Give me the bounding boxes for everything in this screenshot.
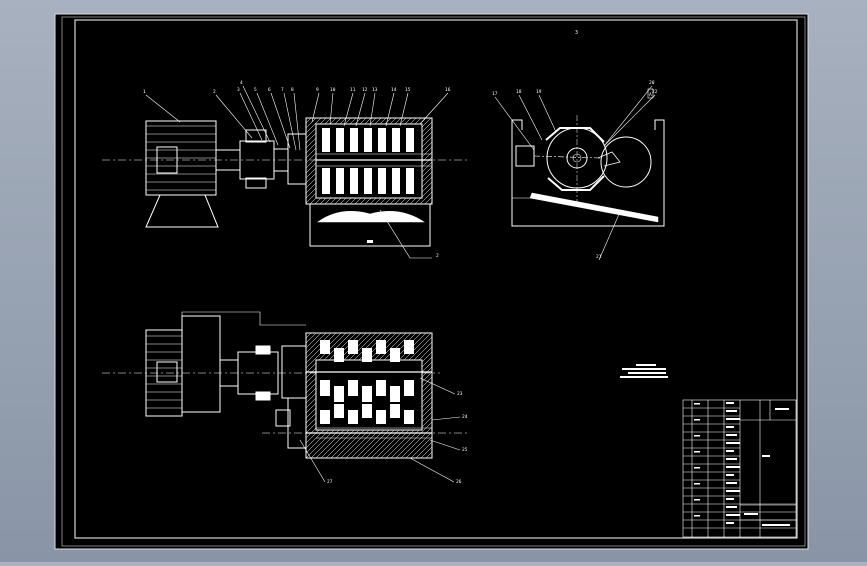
section-label: A	[649, 92, 652, 98]
bottom-callout-26: 26	[456, 479, 462, 485]
hopper	[309, 203, 431, 247]
part-number-16: 16	[445, 87, 451, 93]
bottom-callout-27: 27	[327, 479, 333, 485]
top-leaders	[145, 85, 449, 259]
technical-notes	[620, 364, 668, 378]
hopper-fill	[317, 211, 425, 223]
bottom-callouts: 23 24 25 26 27	[327, 391, 468, 485]
part-number-1: 1	[143, 89, 146, 95]
side-part-number-18: 18	[516, 89, 522, 95]
side-part-number-21: 21	[596, 254, 602, 260]
part-number-12: 12	[362, 87, 368, 93]
part-number-13: 13	[372, 87, 378, 93]
coupling-top-bolt	[245, 129, 267, 143]
bottom-callout-25: 25	[462, 447, 468, 453]
part-number-6: 6	[268, 87, 271, 93]
side-part-number-22: 22	[652, 89, 658, 95]
bottom-callout-23: 23	[457, 391, 463, 397]
part-number-2: 2	[213, 89, 216, 95]
side-casing	[511, 119, 665, 227]
hammer-rotor	[322, 128, 414, 194]
side-view-assembly	[494, 85, 665, 261]
sheet-top-mark: 3	[575, 30, 578, 36]
part-number-15: 15	[405, 87, 411, 93]
rotor-hammer-arc	[545, 127, 605, 143]
side-part-number-17: 17	[492, 91, 498, 97]
title-block-text	[694, 402, 790, 526]
part-number-7: 7	[281, 87, 284, 93]
sheet-trim-line	[61, 16, 806, 547]
crusher-section	[305, 332, 433, 459]
part-number-14: 14	[391, 87, 397, 93]
part-number-3: 3	[237, 87, 240, 93]
motor-base	[145, 194, 219, 228]
part-number-11: 11	[350, 87, 356, 93]
coupling-bottom-bolt	[245, 177, 267, 189]
section-marker	[647, 88, 654, 99]
side-part-number-19: 19	[536, 89, 542, 95]
part-number-10: 10	[330, 87, 336, 93]
part-number-9: 9	[316, 87, 319, 93]
side-part-number-20: 20	[649, 80, 655, 86]
title-block	[682, 399, 797, 538]
bottom-callout-24: 24	[462, 414, 468, 420]
motor-fins	[146, 125, 216, 191]
roller-circle	[600, 136, 652, 188]
bottom-view-assembly	[102, 311, 470, 483]
side-part-numbers: 17 18 19 20 21 22A	[492, 80, 658, 260]
part-number-8: 8	[291, 87, 294, 93]
motor-shaft-cap	[156, 146, 178, 174]
part-number-4: 4	[240, 80, 243, 86]
part-number-5: 5	[254, 87, 257, 93]
sheet-border	[54, 13, 809, 550]
side-leaders	[494, 85, 656, 261]
section-callout: 2	[436, 253, 439, 259]
drawing-frame	[74, 19, 798, 539]
side-screen-plate	[529, 192, 659, 223]
top-view-assembly	[102, 85, 470, 259]
